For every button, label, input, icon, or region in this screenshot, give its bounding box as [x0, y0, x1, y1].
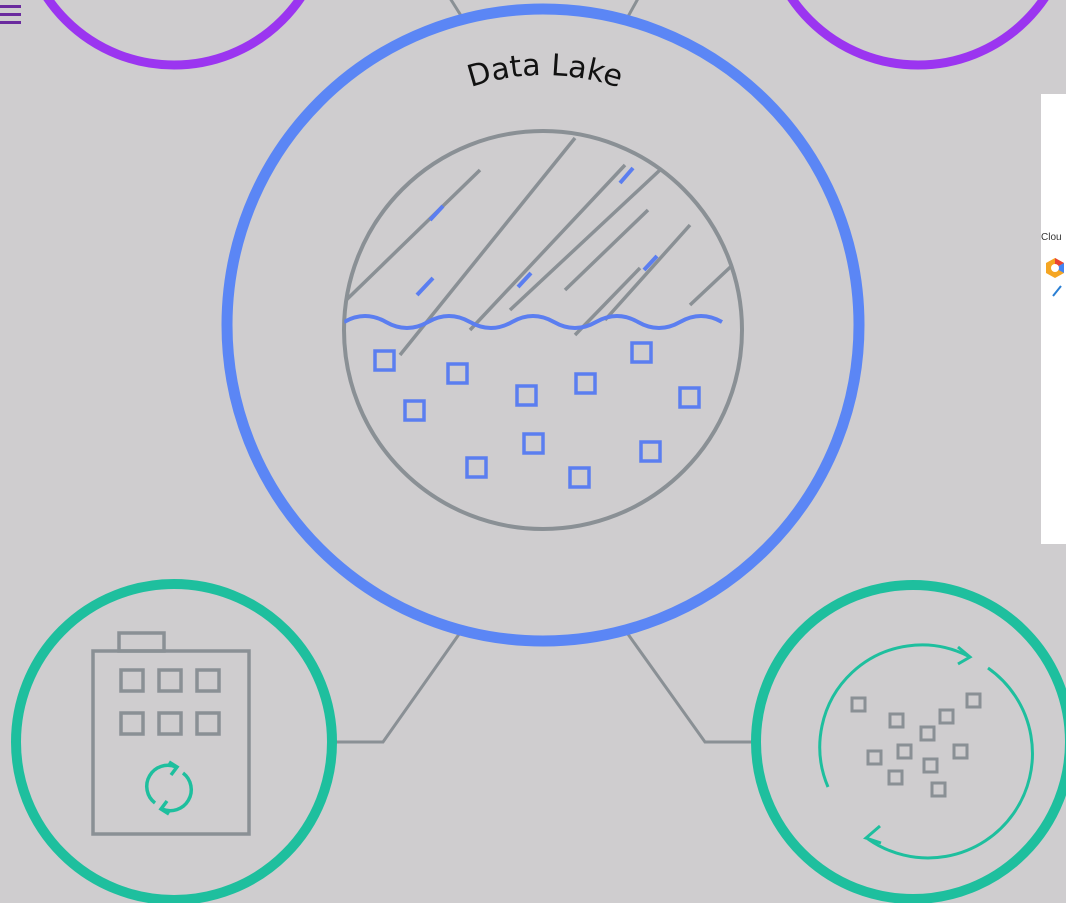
top-left-ring: [43, 0, 305, 70]
hamburger-menu-icon[interactable]: [0, 2, 22, 26]
data-cycle-icon: [818, 643, 1034, 860]
cloud-logo-icon[interactable]: [1043, 256, 1066, 280]
bottom-right-ring: [751, 580, 1066, 903]
connector-bottom-right: [623, 629, 758, 744]
lake-water-icon: [342, 129, 744, 531]
logo-stroke-icon: [1052, 285, 1062, 297]
bottom-left-ring: [11, 579, 337, 903]
top-right-ring: [787, 0, 1049, 70]
connector-bottom-left: [332, 629, 464, 744]
side-panel-label: Clou: [1041, 232, 1062, 243]
building-sync-icon: [91, 631, 251, 836]
data-lake-ring: [221, 3, 865, 647]
side-panel[interactable]: Clou: [1041, 94, 1066, 544]
